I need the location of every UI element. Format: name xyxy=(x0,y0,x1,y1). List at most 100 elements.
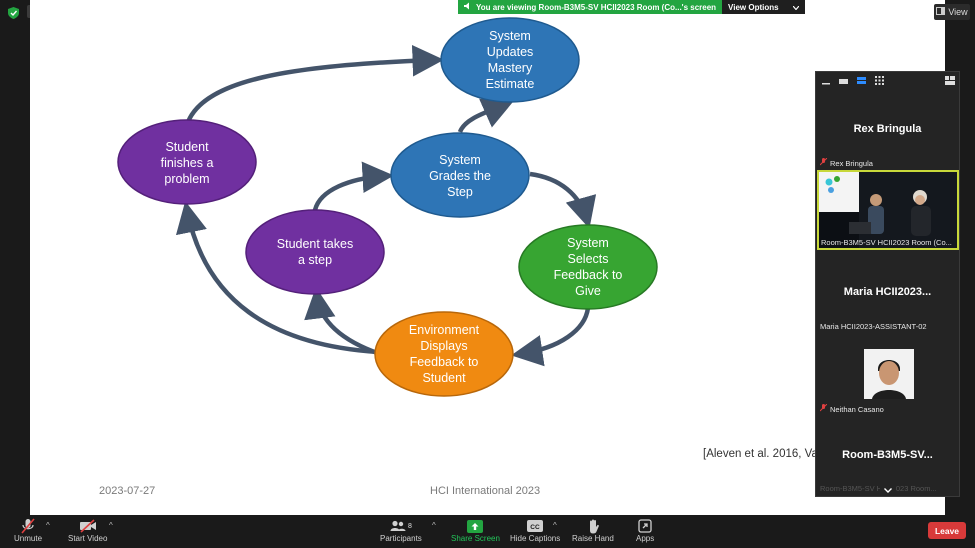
view-button[interactable]: View xyxy=(934,4,970,20)
security-shield-icon[interactable] xyxy=(8,6,19,24)
node-updates-line: System xyxy=(489,29,531,43)
shared-slide: System Updates Mastery Estimate Student … xyxy=(30,0,945,515)
share-screen-button[interactable]: Share Screen xyxy=(451,518,500,543)
unmute-label: Unmute xyxy=(14,534,43,543)
video-off-icon xyxy=(79,518,97,534)
svg-text:CC: CC xyxy=(530,524,540,531)
node-grades-line: System xyxy=(439,153,481,167)
start-video-label: Start Video xyxy=(68,534,108,543)
tile-maria-name: Maria HCII2023... xyxy=(843,286,932,298)
node-grades-line: Grades the xyxy=(429,169,491,183)
hide-captions-button[interactable]: CC Hide Captions xyxy=(510,518,560,543)
leave-button[interactable]: Leave xyxy=(928,522,966,539)
share-status: You are viewing Room-B3M5-SV HCII2023 Ro… xyxy=(458,0,723,14)
node-finishes-line: finishes a xyxy=(161,156,214,170)
speaker-icon xyxy=(464,2,472,12)
arrow-grades-to-updates xyxy=(457,98,515,134)
unmute-button[interactable]: Unmute xyxy=(14,518,42,543)
arrow-displays-to-finishes xyxy=(175,201,379,355)
panel-layout-controls xyxy=(816,72,959,90)
view-options-button[interactable]: View Options xyxy=(722,0,805,14)
speaker-strip-icon[interactable] xyxy=(857,72,866,90)
arrow-takes-to-grades xyxy=(312,161,394,211)
node-grades-line: Step xyxy=(447,185,473,199)
node-updates-line: Mastery xyxy=(488,61,533,75)
muted-microphone-icon xyxy=(21,518,35,534)
apps-button[interactable]: Apps xyxy=(636,518,654,543)
node-selects-line: Selects xyxy=(568,252,609,266)
arrow-displays-to-takes xyxy=(304,287,381,357)
node-selects-line: Feedback to xyxy=(554,268,623,282)
chevron-down-icon xyxy=(792,3,800,12)
hide-captions-label: Hide Captions xyxy=(510,534,561,543)
neithan-avatar xyxy=(864,349,914,399)
participants-options-caret[interactable]: ^ xyxy=(432,521,436,530)
muted-mic-icon xyxy=(819,157,828,168)
view-button-label: View xyxy=(948,7,968,17)
raise-hand-button[interactable]: Raise Hand xyxy=(572,518,614,543)
node-displays-line: Feedback to xyxy=(410,355,479,369)
raise-hand-label: Raise Hand xyxy=(572,534,614,543)
node-updates-line: Updates xyxy=(487,45,534,59)
node-selects: System Selects Feedback to Give xyxy=(518,224,658,310)
tile-rex-label-text: Rex Bringula xyxy=(830,158,873,168)
muted-mic-icon xyxy=(819,403,828,414)
video-panel: Rex Bringula Rex Bringula Room-B3M5-SV H… xyxy=(815,71,960,497)
slide-conference: HCI International 2023 xyxy=(430,485,541,497)
gallery-view-icon[interactable] xyxy=(875,72,884,90)
node-grades: System Grades the Step xyxy=(390,132,530,218)
share-status-text: You are viewing Room-B3M5-SV HCII2023 Ro… xyxy=(476,2,717,12)
arrow-finishes-to-updates xyxy=(185,45,444,123)
participants-label: Participants xyxy=(380,534,422,543)
tile-room-b3m5-label: Room-B3M5-SV HCII2023 Room... xyxy=(820,484,937,493)
node-selects-line: System xyxy=(567,236,609,250)
video-options-caret[interactable]: ^ xyxy=(109,521,113,530)
learning-loop-diagram: System Updates Mastery Estimate Student … xyxy=(117,17,658,397)
scroll-down-button[interactable] xyxy=(880,482,896,496)
arrow-selects-to-displays xyxy=(511,307,591,367)
node-finishes-line: problem xyxy=(164,172,209,186)
node-finishes-line: Student xyxy=(165,140,209,154)
node-finishes: Student finishes a problem xyxy=(117,119,257,205)
participants-icon: 8 xyxy=(390,518,412,534)
node-updates: System Updates Mastery Estimate xyxy=(440,17,580,103)
raise-hand-icon xyxy=(587,518,599,534)
node-takes-line: a step xyxy=(298,253,332,267)
node-takes-line: Student takes xyxy=(277,237,353,251)
panel-layout-icon[interactable] xyxy=(945,72,955,90)
participants-count: 8 xyxy=(407,522,412,530)
share-screen-label: Share Screen xyxy=(451,534,500,543)
node-displays: Environment Displays Feedback to Student xyxy=(374,311,514,397)
room-camera-feed xyxy=(819,172,957,248)
tile-rex-name: Rex Bringula xyxy=(853,123,922,135)
tile-rex-label: Rex Bringula xyxy=(819,157,873,168)
tile-room-label: Room-B3M5-SV HCII2023 Room (Co... xyxy=(821,238,952,247)
tile-neithan-label: Neithan Casano xyxy=(819,403,884,414)
audio-options-caret[interactable]: ^ xyxy=(46,521,50,530)
node-selects-line: Give xyxy=(575,284,601,298)
view-layout-icon xyxy=(936,7,946,17)
apps-label: Apps xyxy=(636,534,655,543)
captions-options-caret[interactable]: ^ xyxy=(553,521,557,530)
slide-citation: [Aleven et al. 2016, Va xyxy=(703,448,818,460)
apps-icon xyxy=(638,518,652,534)
slide-date: 2023-07-27 xyxy=(99,485,156,497)
tile-room-b3m5-name: Room-B3M5-SV... xyxy=(842,449,933,461)
chevron-down-icon xyxy=(884,480,892,498)
share-screen-icon xyxy=(467,518,484,534)
diagram-arrows xyxy=(175,45,597,367)
node-displays-line: Student xyxy=(422,371,466,385)
tile-neithan-label-text: Neithan Casano xyxy=(830,404,884,414)
screen-share-banner: You are viewing Room-B3M5-SV HCII2023 Ro… xyxy=(458,0,805,14)
node-takes: Student takes a step xyxy=(245,209,385,295)
arrow-grades-to-selects xyxy=(529,171,597,229)
minimize-icon[interactable] xyxy=(822,72,830,90)
thumbnail-view-icon[interactable] xyxy=(839,72,848,90)
participants-button[interactable]: 8 Participants xyxy=(380,518,422,543)
tile-maria-label: Maria HCII2023-ASSISTANT-02 xyxy=(820,322,927,331)
view-options-label: View Options xyxy=(728,2,779,12)
start-video-button[interactable]: Start Video xyxy=(68,518,107,543)
node-displays-line: Displays xyxy=(420,339,467,353)
tile-room-video[interactable]: Room-B3M5-SV HCII2023 Room (Co... xyxy=(817,170,959,250)
